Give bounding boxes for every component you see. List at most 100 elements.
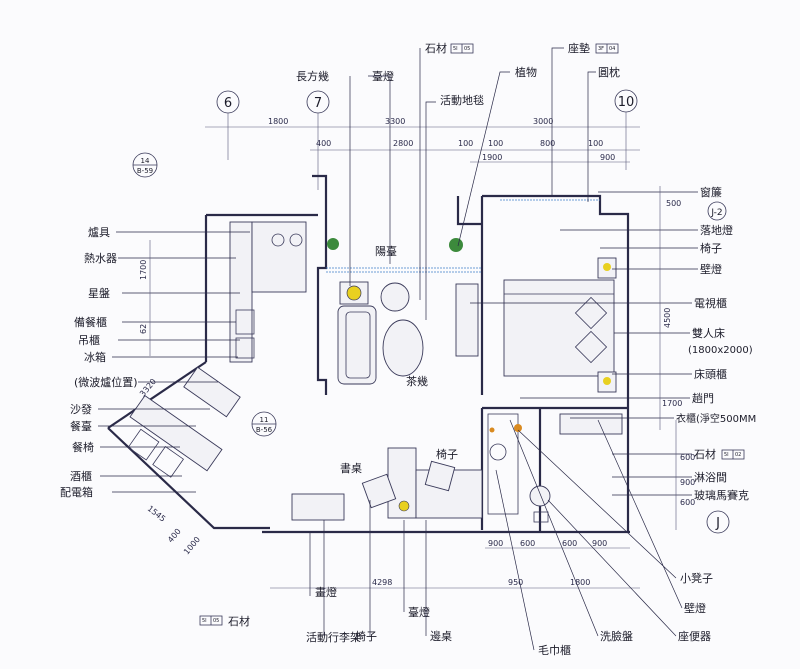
svg-text:壁燈: 壁燈	[700, 262, 722, 276]
svg-text:石材: 石材	[228, 614, 250, 628]
svg-text:1545: 1545	[146, 504, 168, 524]
svg-text:900: 900	[680, 478, 695, 487]
svg-text:床頭櫃: 床頭櫃	[694, 367, 727, 381]
svg-text:冰箱: 冰箱	[84, 350, 106, 364]
svg-text:活動地毯: 活動地毯	[440, 93, 484, 107]
right-dims: 500 4500 1700 600 900 600	[659, 186, 695, 530]
dim-top-1900: 1900	[482, 153, 502, 162]
svg-text:1000: 1000	[182, 535, 202, 556]
svg-text:900: 900	[592, 539, 607, 548]
kitchen-counter	[229, 221, 307, 363]
svg-text:(1800x2000): (1800x2000)	[688, 345, 753, 356]
svg-text:04: 04	[609, 46, 615, 52]
svg-text:餐臺: 餐臺	[70, 419, 92, 433]
svg-text:500: 500	[666, 199, 681, 208]
svg-text:950: 950	[508, 578, 523, 587]
sofa	[337, 305, 377, 385]
lamp-icon	[346, 285, 362, 301]
dining-sofa	[183, 366, 241, 418]
armchair	[380, 282, 410, 312]
axis-marker-10: 10	[614, 89, 638, 113]
dim-top-900: 900	[600, 153, 615, 162]
double-bed	[503, 257, 617, 393]
dim-top-1800: 1800	[268, 117, 288, 126]
svg-text:4298: 4298	[372, 578, 392, 587]
svg-text:衣櫃(淨空500MM: 衣櫃(淨空500MM	[676, 412, 756, 425]
desk-lamp-icon	[398, 500, 410, 512]
svg-text:05: 05	[464, 46, 470, 52]
svg-text:62: 62	[139, 324, 148, 334]
svg-text:星盤: 星盤	[88, 287, 110, 300]
svg-text:備餐櫃: 備餐櫃	[74, 315, 107, 329]
bottom-leaders	[309, 419, 683, 651]
svg-text:600: 600	[680, 453, 695, 462]
svg-text:(微波爐位置): (微波爐位置)	[74, 375, 138, 389]
svg-text:600: 600	[562, 539, 577, 548]
svg-text:酒櫃: 酒櫃	[70, 469, 92, 483]
dining-area	[127, 394, 223, 478]
luggage-rack	[291, 493, 345, 521]
svg-text:椅子: 椅子	[355, 629, 377, 643]
svg-text:配電箱: 配電箱	[60, 485, 93, 499]
svg-text:B-56: B-56	[256, 426, 273, 434]
svg-text:沙發: 沙發	[70, 402, 92, 416]
svg-text:14: 14	[141, 157, 150, 165]
axis-marker-6: 6	[216, 90, 240, 114]
svg-text:石材: 石材	[425, 41, 447, 55]
svg-text:活動行李架: 活動行李架	[306, 630, 361, 644]
dim-top-3000: 3000	[533, 117, 553, 126]
svg-text:石材: 石材	[694, 447, 716, 461]
top-labels: 石材 5I 05 長方幾 臺燈 植物 座墊 3F 04 圓枕 活動地毯	[296, 41, 620, 107]
dim-top-2800: 2800	[393, 139, 413, 148]
svg-text:B-59: B-59	[137, 167, 153, 175]
svg-text:毛巾櫃: 毛巾櫃	[538, 643, 571, 657]
svg-text:3F: 3F	[598, 46, 604, 52]
svg-text:爐具: 爐具	[88, 225, 110, 239]
svg-text:窗簾: 窗簾	[700, 185, 722, 199]
svg-text:10: 10	[618, 95, 635, 110]
bathroom	[487, 413, 551, 523]
svg-text:吊櫃: 吊櫃	[78, 333, 100, 347]
svg-text:餐椅: 餐椅	[72, 440, 94, 454]
dim-top-400: 400	[316, 139, 331, 148]
wardrobe	[559, 413, 623, 435]
section-tag-11: 11 B-56	[251, 411, 277, 437]
left-leaders	[98, 231, 250, 493]
right-leaders	[470, 191, 698, 496]
svg-text:1700: 1700	[139, 260, 148, 280]
svg-text:椅子: 椅子	[700, 241, 722, 255]
svg-text:5I: 5I	[724, 452, 729, 458]
plant-icon	[327, 238, 463, 252]
svg-text:4500: 4500	[663, 308, 672, 328]
coffee-table-label: 茶幾	[406, 375, 428, 388]
svg-text:05: 05	[213, 618, 219, 624]
svg-text:圓枕: 圓枕	[598, 65, 620, 79]
tv-cabinet	[455, 283, 479, 357]
svg-text:1800: 1800	[570, 578, 590, 587]
svg-text:座墊: 座墊	[568, 41, 590, 55]
svg-text:6: 6	[224, 96, 232, 111]
axis-marker-7: 7	[306, 90, 330, 114]
svg-text:小凳子: 小凳子	[680, 571, 713, 585]
svg-text:洗臉盤: 洗臉盤	[600, 629, 633, 643]
chair-2	[424, 460, 456, 492]
svg-text:02: 02	[735, 452, 741, 458]
dim-top-100c: 100	[488, 139, 503, 148]
bottom-labels: 5I 05 石材 畫燈 臺燈 活動行李架 椅子 邊桌 毛巾櫃 洗臉盤 座便器 壁…	[199, 571, 713, 657]
desk-chair	[361, 473, 397, 509]
dim-top-3300: 3300	[385, 117, 405, 126]
desk-label: 書桌	[340, 461, 362, 475]
svg-text:臺燈: 臺燈	[408, 605, 430, 619]
svg-text:植物: 植物	[515, 65, 537, 79]
right-labels: 窗簾 落地燈 椅子 壁燈 電視櫃 雙人床 (1800x2000) 床頭櫃 趟門 …	[676, 185, 756, 502]
svg-text:電視櫃: 電視櫃	[694, 296, 727, 310]
axis-marker-j2: J-2	[707, 201, 727, 221]
svg-text:400: 400	[166, 527, 183, 544]
svg-text:壁燈: 壁燈	[684, 601, 706, 615]
svg-text:落地燈: 落地燈	[700, 223, 733, 237]
svg-text:5I: 5I	[202, 618, 207, 624]
svg-text:熱水器: 熱水器	[84, 252, 117, 265]
balcony-label: 陽臺	[375, 244, 397, 258]
axis-marker-j: J	[706, 510, 730, 534]
